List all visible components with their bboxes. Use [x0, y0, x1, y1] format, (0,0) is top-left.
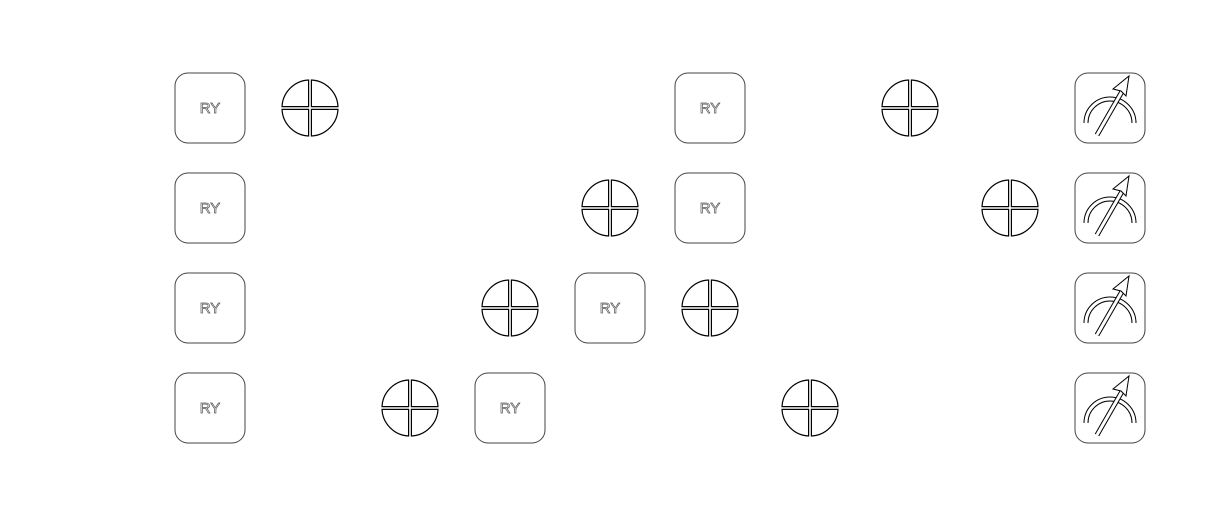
- measure-gate: [1074, 372, 1146, 444]
- ry-gate: RY: [174, 272, 246, 344]
- ry-gate-label: RY: [200, 200, 221, 217]
- cnot-target-icon: [881, 79, 939, 137]
- ry-gate-box: [174, 272, 246, 344]
- meter-icon: [1083, 374, 1137, 437]
- cnot-target-icon: [781, 379, 839, 437]
- ry-gate: RY: [174, 172, 246, 244]
- ry-gate: RY: [674, 172, 746, 244]
- ry-gate-label: RY: [700, 200, 721, 217]
- ry-gate-label: RY: [700, 100, 721, 117]
- ry-gate-box: [674, 72, 746, 144]
- measure-gate: [1074, 72, 1146, 144]
- ry-gate-box: [174, 172, 246, 244]
- cnot-target-icon: [481, 279, 539, 337]
- cnot-target-icon: [981, 179, 1039, 237]
- ry-gate: RY: [174, 72, 246, 144]
- ry-gate: RY: [574, 272, 646, 344]
- cnot-target-icon: [381, 379, 439, 437]
- meter-icon: [1083, 274, 1137, 337]
- meter-icon: [1083, 174, 1137, 237]
- ry-gate-label: RY: [600, 300, 621, 317]
- ry-gate: RY: [474, 372, 546, 444]
- ry-gate-label: RY: [200, 400, 221, 417]
- cnot-target-icon: [681, 279, 739, 337]
- ry-gate-label: RY: [500, 400, 521, 417]
- ry-gate: RY: [674, 72, 746, 144]
- ry-gate-box: [474, 372, 546, 444]
- cnot-target-icon: [281, 79, 339, 137]
- ry-gate-box: [174, 72, 246, 144]
- ry-gate-box: [174, 372, 246, 444]
- measure-gate: [1074, 172, 1146, 244]
- ry-gate-label: RY: [200, 300, 221, 317]
- measure-gate: [1074, 272, 1146, 344]
- ry-gate-label: RY: [200, 100, 221, 117]
- ry-gate: RY: [174, 372, 246, 444]
- ry-gate-box: [574, 272, 646, 344]
- meter-icon: [1083, 74, 1137, 137]
- cnot-target-icon: [581, 179, 639, 237]
- ry-gate-box: [674, 172, 746, 244]
